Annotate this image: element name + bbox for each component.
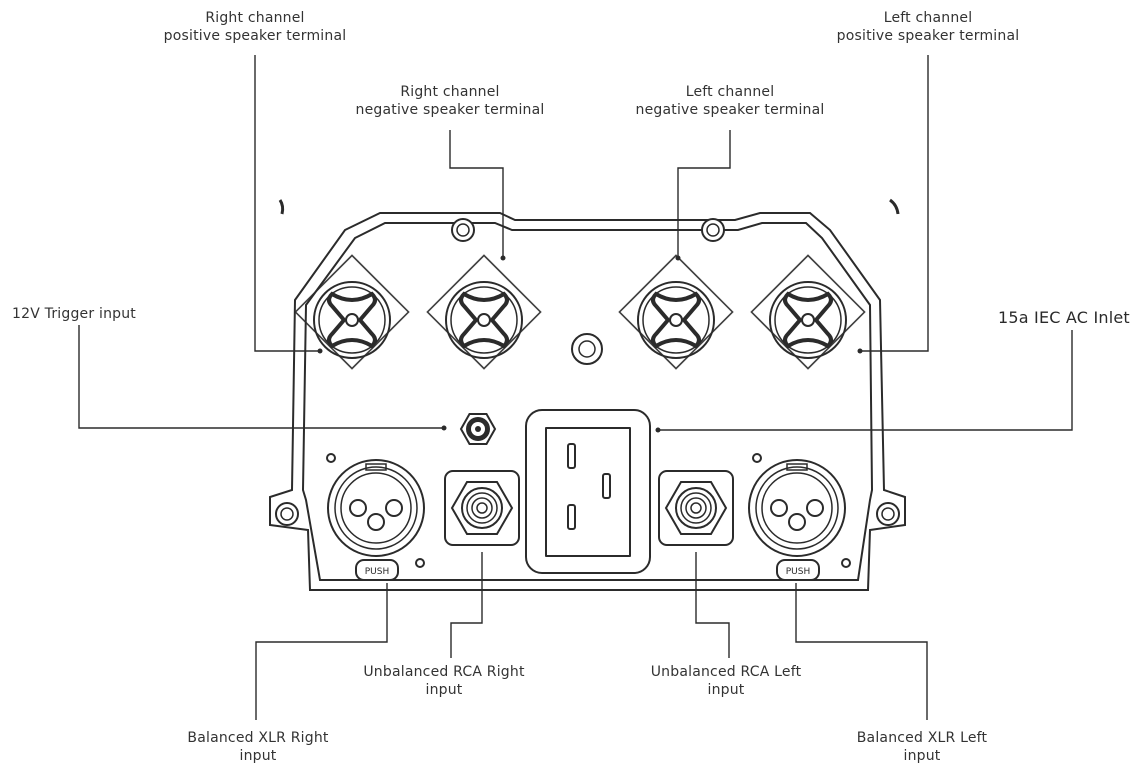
label-line: 15a IEC AC Inlet [998, 308, 1130, 327]
label-line: 12V Trigger input [12, 306, 136, 322]
label-line: input [425, 682, 463, 698]
rca-right-jack [444, 470, 520, 546]
label-rca-right-input: Unbalanced RCA Right input [344, 663, 544, 699]
label-line: positive speaker terminal [836, 28, 1020, 44]
label-trigger-input: 12V Trigger input [12, 305, 136, 323]
label-line: Right channel [205, 10, 305, 26]
leader-dots [317, 255, 863, 433]
iec-ac-inlet [525, 409, 651, 574]
label-rca-left-input: Unbalanced RCA Left input [626, 663, 826, 699]
xlr-right-push-tab: PUSH [355, 559, 399, 581]
right-negative-terminal [425, 253, 543, 371]
panel-screw [451, 218, 475, 242]
leader-lines [78, 55, 1073, 720]
panel-screw [571, 333, 603, 365]
label-left-positive-terminal: Left channel positive speaker terminal [828, 9, 1028, 45]
panel-hole [326, 453, 336, 463]
xlr-right-push-label: PUSH [365, 567, 390, 577]
panel-hole [752, 453, 762, 463]
label-left-negative-terminal: Left channel negative speaker terminal [630, 83, 830, 119]
label-xlr-right-input: Balanced XLR Right input [158, 729, 358, 765]
label-line: negative speaker terminal [355, 102, 545, 118]
xlr-right-jack [327, 459, 425, 557]
xlr-left-push-tab: PUSH [776, 559, 820, 581]
xlr-left-push-label: PUSH [786, 567, 811, 577]
panel-screw [876, 502, 900, 526]
label-line: positive speaker terminal [163, 28, 347, 44]
panel-screw [701, 218, 725, 242]
panel-hole [415, 558, 425, 568]
label-line: input [903, 748, 941, 764]
left-negative-terminal [617, 253, 735, 371]
label-line: input [707, 682, 745, 698]
label-line: Left channel [685, 84, 775, 100]
label-line: negative speaker terminal [635, 102, 825, 118]
label-right-negative-terminal: Right channel negative speaker terminal [350, 83, 550, 119]
label-line: Unbalanced RCA Left [650, 664, 802, 680]
label-line: Left channel [883, 10, 973, 26]
label-right-positive-terminal: Right channel positive speaker terminal [155, 9, 355, 45]
label-iec-ac-inlet: 15a IEC AC Inlet [998, 309, 1130, 327]
label-line: Balanced XLR Left [856, 730, 988, 746]
panel-hole [841, 558, 851, 568]
label-xlr-left-input: Balanced XLR Left input [822, 729, 1022, 765]
panel-screw [275, 502, 299, 526]
xlr-left-jack [748, 459, 846, 557]
label-line: Unbalanced RCA Right [363, 664, 525, 680]
label-line: Right channel [400, 84, 500, 100]
label-line: input [239, 748, 277, 764]
label-line: Balanced XLR Right [187, 730, 329, 746]
rca-left-jack [658, 470, 734, 546]
trigger-jack [459, 413, 497, 445]
